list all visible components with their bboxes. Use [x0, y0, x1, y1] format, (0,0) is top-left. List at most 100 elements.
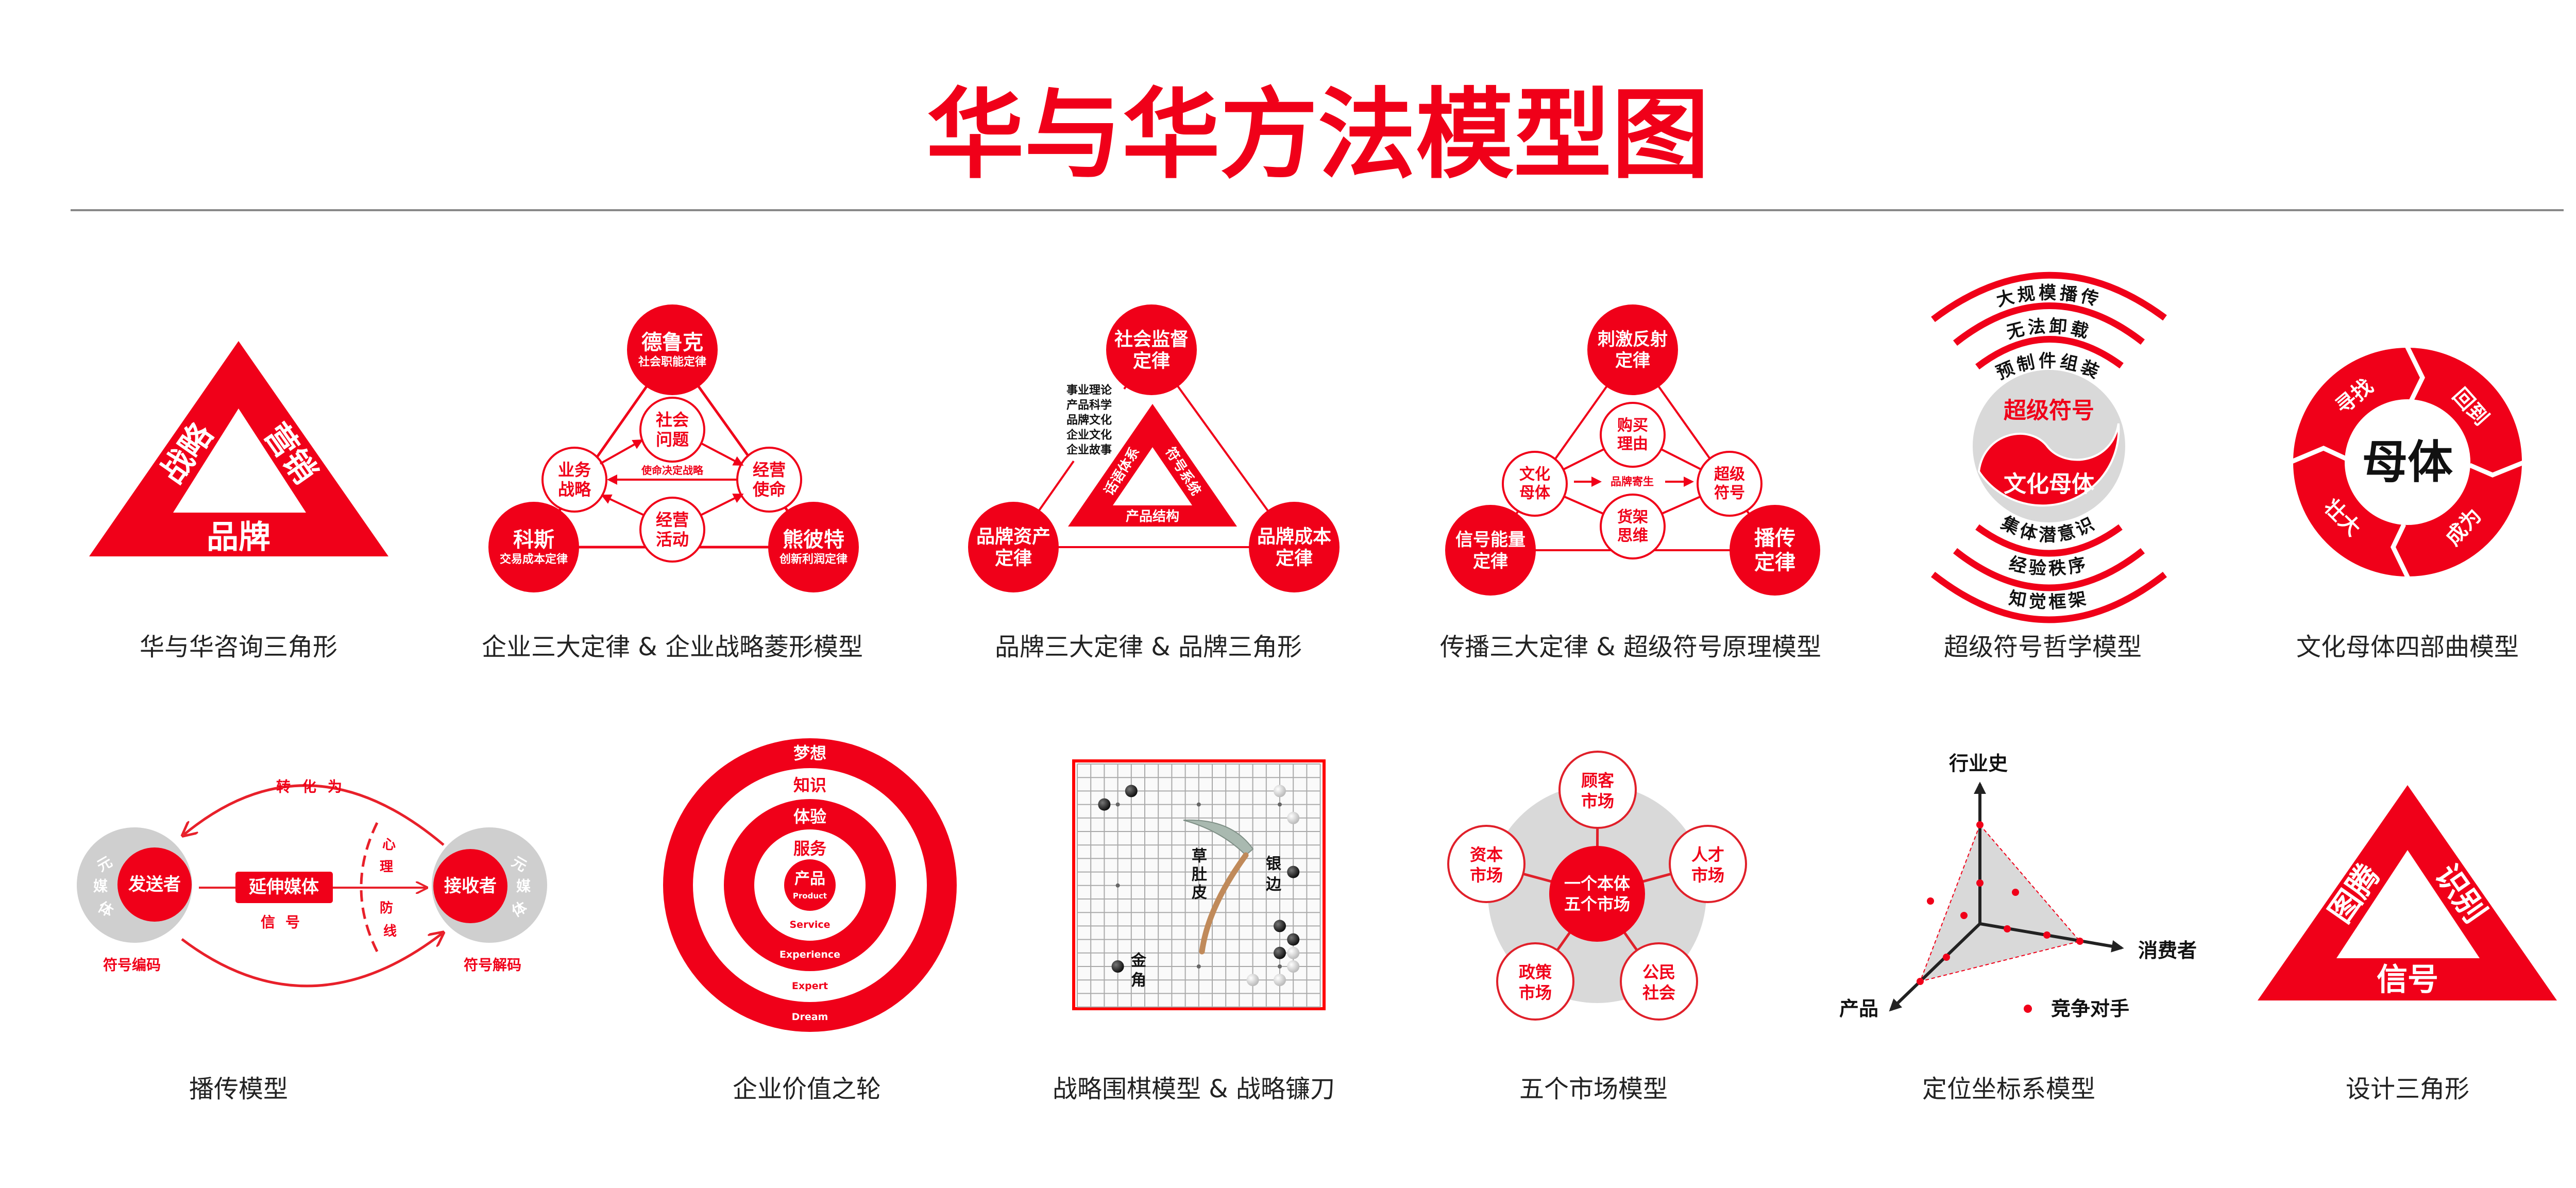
- enterprise-laws-diagram: 德鲁克 社会职能定律 科斯 交易成本定律 熊彼特 创新利润定律 使命决定战略 社…: [488, 304, 859, 592]
- mother-center-label: 母体: [2362, 436, 2453, 489]
- ring-experience-cn: 体验: [793, 807, 826, 826]
- legend-dot: [2024, 1005, 2032, 1013]
- white-stone: [1246, 974, 1259, 987]
- inner-left-line1: 业务: [558, 460, 591, 480]
- captions: 华与华咨询三角形 企业三大定律 & 企业战略菱形模型 品牌三大定律 & 品牌三角…: [140, 633, 2519, 1104]
- arc-text: 经验秩序: [2007, 553, 2088, 580]
- inner-bottom-line2: 思维: [1617, 527, 1648, 545]
- axis-product: [1889, 922, 1981, 1012]
- inner-bottom-line1: 经营: [656, 510, 689, 530]
- ring-dream-cn: 梦想: [793, 743, 826, 763]
- caption: 文化母体四部曲模型: [2296, 633, 2519, 661]
- node-brand-asset-law: 定律: [995, 548, 1032, 569]
- schumpeter-name: 熊彼特: [783, 528, 844, 552]
- arc-text: 知觉框架: [2007, 588, 2088, 613]
- feedback-arrow: [184, 784, 445, 846]
- z-axis-label: 产品: [1839, 997, 1878, 1020]
- black-stone: [1125, 785, 1138, 797]
- ring-experience-en: Experience: [779, 949, 840, 960]
- list-item: 企业故事: [1066, 444, 1112, 457]
- broadcast-model-diagram: 发送者 接收者 元 媒 体 元 媒 体 延伸媒体 信号 转化为 符号编码 符号解…: [77, 778, 547, 988]
- meta-media-char: 媒: [516, 878, 531, 895]
- node-broadcast: 播传: [1754, 527, 1795, 550]
- star-point: [1278, 802, 1282, 807]
- white-stone: [1274, 785, 1286, 797]
- caption: 华与华咨询三角形: [140, 633, 337, 661]
- ring-service-cn: 服务: [793, 839, 826, 858]
- x-axis-label: 消费者: [2138, 939, 2197, 962]
- list-item: 事业理论: [1066, 384, 1112, 397]
- defense-char: 理: [380, 859, 393, 875]
- star-points: [1115, 802, 1282, 969]
- caption: 传播三大定律 & 超级符号原理模型: [1440, 633, 1821, 661]
- defense-char: 线: [383, 924, 397, 939]
- sickle-blade: [1183, 819, 1254, 856]
- label-signal: 信号: [2377, 962, 2438, 998]
- value-wheel-diagram: 梦想 知识 体验 服务 产品 Product Service Experienc…: [663, 738, 957, 1032]
- market-civil-2: 社会: [1642, 983, 1675, 1003]
- five-markets-diagram: 一个本体 五个市场 顾客 市场 人才 市场 公民 社会 政策 市场 资本 市场: [1447, 751, 1747, 1021]
- caption: 企业三大定律 & 企业战略菱形模型: [482, 633, 863, 661]
- brand-list: 事业理论 产品科学 品牌文化 企业文化 企业故事: [1066, 384, 1112, 457]
- node-signal-energy: 信号能量: [1455, 530, 1526, 550]
- ring-product-en: Product: [793, 891, 827, 901]
- ring-expert-en: Expert: [792, 980, 828, 992]
- sickle-handle: [1199, 852, 1249, 955]
- market-customer: 顾客: [1581, 771, 1614, 790]
- label-brand: 品牌: [207, 518, 270, 556]
- star-point: [1196, 964, 1201, 969]
- center-node: [1549, 846, 1645, 942]
- black-stone: [1111, 960, 1124, 973]
- inner-left-line2: 战略: [558, 480, 591, 499]
- center-line2: 五个市场: [1564, 894, 1630, 914]
- caption: 战略围棋模型 & 战略镰刀: [1053, 1075, 1335, 1104]
- market-policy: 政策: [1519, 962, 1552, 982]
- delivery-arrow: [181, 934, 442, 988]
- brand-laws-diagram: 话语体系 符号系统 产品结构 社会监督 定律 品牌资产 定律 品牌成本 定律 事…: [968, 304, 1340, 592]
- node-signal-energy-law: 定律: [1473, 551, 1508, 572]
- communication-laws-diagram: 刺激反射 定律 信号能量 定律 播传 定律 购买 理由 文化 母体 超级 符号 …: [1445, 304, 1820, 596]
- label-product-structure: 产品结构: [1126, 509, 1179, 524]
- edge-char: 边: [1266, 876, 1282, 894]
- psychological-defense-line: [360, 822, 379, 953]
- brand-parasite-label: 品牌寄生: [1611, 476, 1654, 488]
- drucker-law: 社会职能定律: [638, 355, 706, 369]
- inner-top-line1: 社会: [656, 410, 689, 430]
- super-symbol-label: 超级符号: [2004, 398, 2094, 424]
- y-axis-label: 行业史: [1949, 752, 2008, 775]
- coase-name: 科斯: [513, 528, 554, 552]
- super-symbol-philosophy-diagram: 大规模播传 无法卸载 预制件组装 集体潜意识 经验秩序 知觉框架 超级符号 文化…: [1930, 271, 2167, 623]
- brand-triangle: [1068, 404, 1237, 527]
- list-item: 企业文化: [1066, 429, 1112, 442]
- node-brand-cost: 品牌成本: [1257, 527, 1331, 548]
- design-triangle-diagram: 图腾 识别 信号: [2258, 785, 2557, 1000]
- inner-right-line2: 使命: [752, 480, 786, 499]
- belly-char: 草: [1192, 847, 1207, 865]
- node-schumpeter: [768, 502, 859, 592]
- caption: 播传模型: [189, 1075, 288, 1104]
- inner-left-line1: 文化: [1519, 466, 1550, 484]
- center-line1: 一个本体: [1564, 874, 1630, 893]
- caption: 五个市场模型: [1519, 1075, 1668, 1104]
- node-coase: [488, 502, 579, 592]
- hwh-triangle-diagram: 战略 营销 品牌: [89, 341, 388, 556]
- caption: 设计三角形: [2346, 1075, 2469, 1104]
- black-stone: [1274, 920, 1286, 932]
- axis-consumer: [1979, 922, 2124, 953]
- positioning-coordinate-diagram: 行业史 消费者 产品 竞争对手: [1839, 752, 2197, 1020]
- ring-product-cn: 产品: [794, 870, 825, 888]
- medium-label: 延伸媒体: [249, 877, 319, 897]
- medium-box: [235, 872, 333, 903]
- competitor-dots: [1917, 821, 2083, 985]
- star-point: [1196, 802, 1201, 807]
- node-brand-asset: 品牌资产: [976, 527, 1050, 548]
- svg-text:知觉框架: 知觉框架: [2007, 588, 2091, 613]
- node-social-supervision: 社会监督: [1114, 329, 1189, 350]
- signal-arcs: [1930, 271, 2167, 623]
- yin-yang-red: [1977, 423, 2120, 507]
- edge-char: 银: [1266, 855, 1281, 873]
- black-stone: [1287, 865, 1300, 878]
- triangle-shape: [89, 341, 388, 556]
- node-drucker: [627, 304, 718, 395]
